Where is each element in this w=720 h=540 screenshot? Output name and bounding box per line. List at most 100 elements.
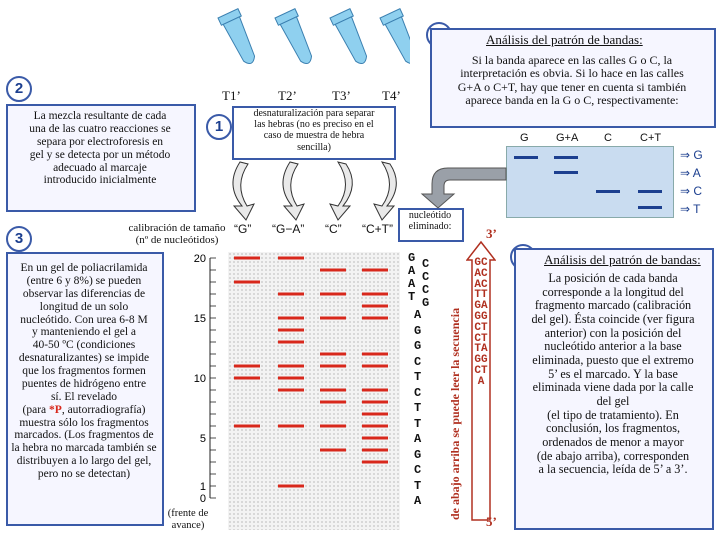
gel-band-ga <box>278 377 304 380</box>
p32-label: *P <box>49 404 62 416</box>
mini-lane-ga: G+A <box>556 132 578 144</box>
tube-label-t3: T3’ <box>332 88 351 104</box>
mini-base-c-label: C <box>693 184 702 198</box>
gel-band-c <box>320 293 346 296</box>
gel-band-ct <box>362 269 388 272</box>
gel-band-ga <box>278 341 304 344</box>
gel-band-ct <box>362 317 388 320</box>
lane-label-ga: “G−A” <box>272 222 304 236</box>
gel-band-c <box>320 401 346 404</box>
gel-band-ga <box>278 485 304 488</box>
mini-lane-g: G <box>520 132 529 144</box>
gel-band-ct <box>362 305 388 308</box>
gel-band-ct <box>362 425 388 428</box>
mini-lane-c: C <box>604 132 612 144</box>
gel-band-c <box>320 389 346 392</box>
lane-label-ct: “C+T” <box>362 222 393 236</box>
gel-band-g <box>234 365 260 368</box>
mini-base-t: ⇒ T <box>680 202 701 216</box>
step-4-text: Si la banda aparece en las calles G o C,… <box>432 54 712 108</box>
gel-band-ct <box>362 461 388 464</box>
step-3-badge: 3 <box>6 226 32 252</box>
step-1-text: desnaturalización para separar las hebra… <box>236 108 392 153</box>
gel-band-c <box>320 449 346 452</box>
gel-band-c <box>320 425 346 428</box>
gel-band-ga <box>278 329 304 332</box>
tube-icon <box>380 9 410 68</box>
removed-seq-c: C C C G <box>422 258 429 310</box>
tube-label-t1: T1’ <box>222 88 241 104</box>
gel-band-ct <box>362 365 388 368</box>
mini-base-c: ⇒ C <box>680 184 702 198</box>
gel-band-ga <box>278 365 304 368</box>
arrow-icon <box>233 162 254 220</box>
tubes-illustration <box>200 8 410 98</box>
step-5-title: Análisis del patrón de bandas: <box>544 252 701 268</box>
mini-base-g: ⇒ G <box>680 148 703 162</box>
tube-label-t4: T4’ <box>382 88 401 104</box>
gel-band-ga <box>278 389 304 392</box>
gel-band-ga <box>278 257 304 260</box>
mini-band <box>514 156 538 159</box>
gel-scale-label: 0 <box>200 493 206 505</box>
gel-band-c <box>320 317 346 320</box>
calibration-label: calibración de tamaño (nº de nucleótidos… <box>112 222 242 247</box>
gel-band-ct <box>362 413 388 416</box>
arrow-icon <box>283 162 304 220</box>
tubes-group <box>200 8 410 98</box>
five-prime-label: 5’ <box>486 514 497 530</box>
mini-base-a-label: A <box>693 166 701 180</box>
mini-band <box>554 171 578 174</box>
gel-scale-label: 15 <box>194 313 206 325</box>
mini-band <box>638 206 662 209</box>
gel-scale-label: 1 <box>200 481 206 493</box>
step-4-title: Análisis del patrón de bandas: <box>486 32 643 48</box>
mini-band <box>554 156 578 159</box>
tube-icon <box>275 9 318 68</box>
curved-arrow-icon <box>422 168 506 208</box>
reading-direction-label: de abajo arriba se puede leer la secuenc… <box>448 240 463 520</box>
mini-gel-bands <box>506 146 672 216</box>
gel-band-ct <box>362 437 388 440</box>
removed-seq-main: A G G C T C T T A G C T A <box>414 308 421 510</box>
gel-band-ga <box>278 293 304 296</box>
front-label: (frente de avance) <box>158 508 218 532</box>
gel-band-ct <box>362 293 388 296</box>
step-2-badge: 2 <box>6 76 32 102</box>
gel-band-g <box>234 281 260 284</box>
gel-band-ga <box>278 317 304 320</box>
arrow-icon <box>374 162 396 220</box>
gel-band-ct <box>362 353 388 356</box>
gel-scale-label: 20 <box>194 253 206 265</box>
lane-label-c: “C” <box>325 222 342 236</box>
gel-band-ct <box>362 401 388 404</box>
step-5-text: La posición de cada banda corresponde a … <box>516 272 710 477</box>
read-sequence: GCACACTTGAGGCTCTTAGGCTA <box>474 258 488 388</box>
removed-seq-top: G A A T <box>408 252 415 304</box>
gel-band-g <box>234 425 260 428</box>
tube-label-t2: T2’ <box>278 88 297 104</box>
mini-base-t-label: T <box>693 202 700 216</box>
gel-band-ga <box>278 425 304 428</box>
box4-to-gel-arrow <box>418 164 508 210</box>
step-3-text: En un gel de poliacrilamida (entre 6 y 8… <box>10 262 158 481</box>
removed-label: nucleótido eliminado: <box>400 210 460 232</box>
gel-scale-label: 10 <box>194 373 206 385</box>
step-2-text: La mezcla resultante de cada una de las … <box>8 110 192 187</box>
arrow-icon <box>330 162 352 220</box>
gel-band-c <box>320 269 346 272</box>
mini-base-g-label: G <box>693 148 702 162</box>
gel-band-c <box>320 365 346 368</box>
gel-band-c <box>320 353 346 356</box>
gel-scale-label: 5 <box>200 433 206 445</box>
gel-band-ct <box>362 389 388 392</box>
three-prime-label: 3’ <box>486 226 497 242</box>
mini-band <box>596 190 620 193</box>
gel-band-ct <box>362 449 388 452</box>
mini-lane-ct: C+T <box>640 132 661 144</box>
step-3-text-a: En un gel de poliacrilamida (entre 6 y 8… <box>19 262 149 416</box>
step-1-badge: 1 <box>206 114 232 140</box>
gel-chart: 20 15 10 5 10 <box>180 246 405 536</box>
mini-base-a: ⇒ A <box>680 166 701 180</box>
tube-icon <box>218 9 261 68</box>
